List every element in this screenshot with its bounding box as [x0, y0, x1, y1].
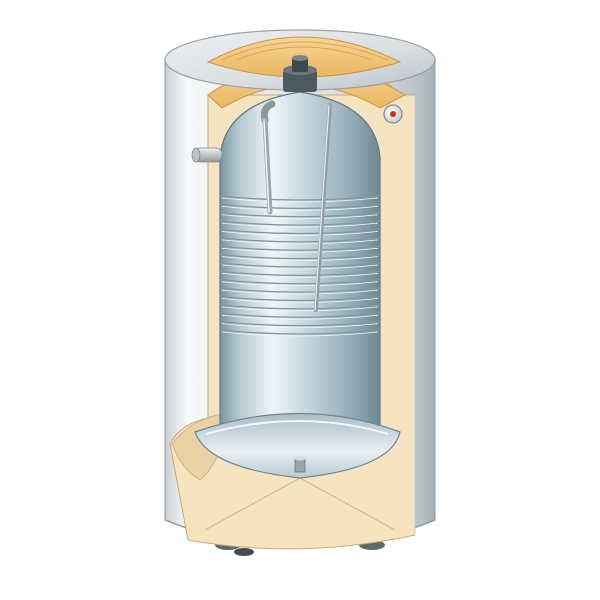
- coil-turn: [220, 304, 380, 310]
- coil-turn-highlight: [221, 272, 379, 278]
- coil-turn: [220, 329, 380, 335]
- side-inlet-pipe: [191, 147, 223, 163]
- coil-turn-highlight: [221, 214, 379, 220]
- coil-turn-highlight: [221, 331, 379, 337]
- coil-turn: [220, 279, 380, 285]
- coil-turn: [220, 320, 380, 327]
- coil-turn: [220, 220, 380, 226]
- drain-fitting: [294, 455, 306, 473]
- thermometer-gauge: [383, 104, 403, 124]
- coil-turn-highlight: [221, 281, 379, 287]
- coil-turn-highlight: [221, 231, 379, 236]
- coil-turn: [220, 287, 380, 293]
- coil-turn: [220, 253, 380, 260]
- coil-turn: [220, 203, 380, 210]
- coil-turn: [220, 195, 380, 201]
- top-fitting: [283, 55, 317, 92]
- anode-rod: [314, 103, 332, 312]
- coil-turn-highlight: [221, 247, 379, 253]
- coil-turn-highlight: [221, 264, 379, 270]
- coil-turn-highlight: [221, 314, 379, 320]
- coil-turn-highlight: [221, 205, 379, 211]
- coil-turn: [220, 262, 380, 268]
- coil-turn-highlight: [221, 323, 379, 329]
- coil-turn: [220, 212, 380, 218]
- coil-turn-highlight: [221, 222, 379, 228]
- coil-turn: [220, 228, 380, 235]
- coil-turn-highlight: [221, 197, 379, 203]
- dip-tube: [260, 100, 276, 215]
- coil-turn: [220, 270, 380, 277]
- coil-turn-highlight: [221, 239, 379, 245]
- inner-tank: [219, 91, 381, 450]
- coil-turn-highlight: [221, 298, 379, 303]
- tank-bottom-bowl: [194, 412, 401, 479]
- coil-turn-highlight: [221, 306, 379, 312]
- coil-turn-highlight: [221, 289, 379, 295]
- heating-coil: [220, 195, 380, 337]
- coil-turn: [220, 245, 380, 251]
- coil-turn: [220, 312, 380, 318]
- coil-turn: [220, 237, 380, 243]
- coil-turn: [220, 295, 380, 302]
- coil-turn-highlight: [221, 256, 379, 262]
